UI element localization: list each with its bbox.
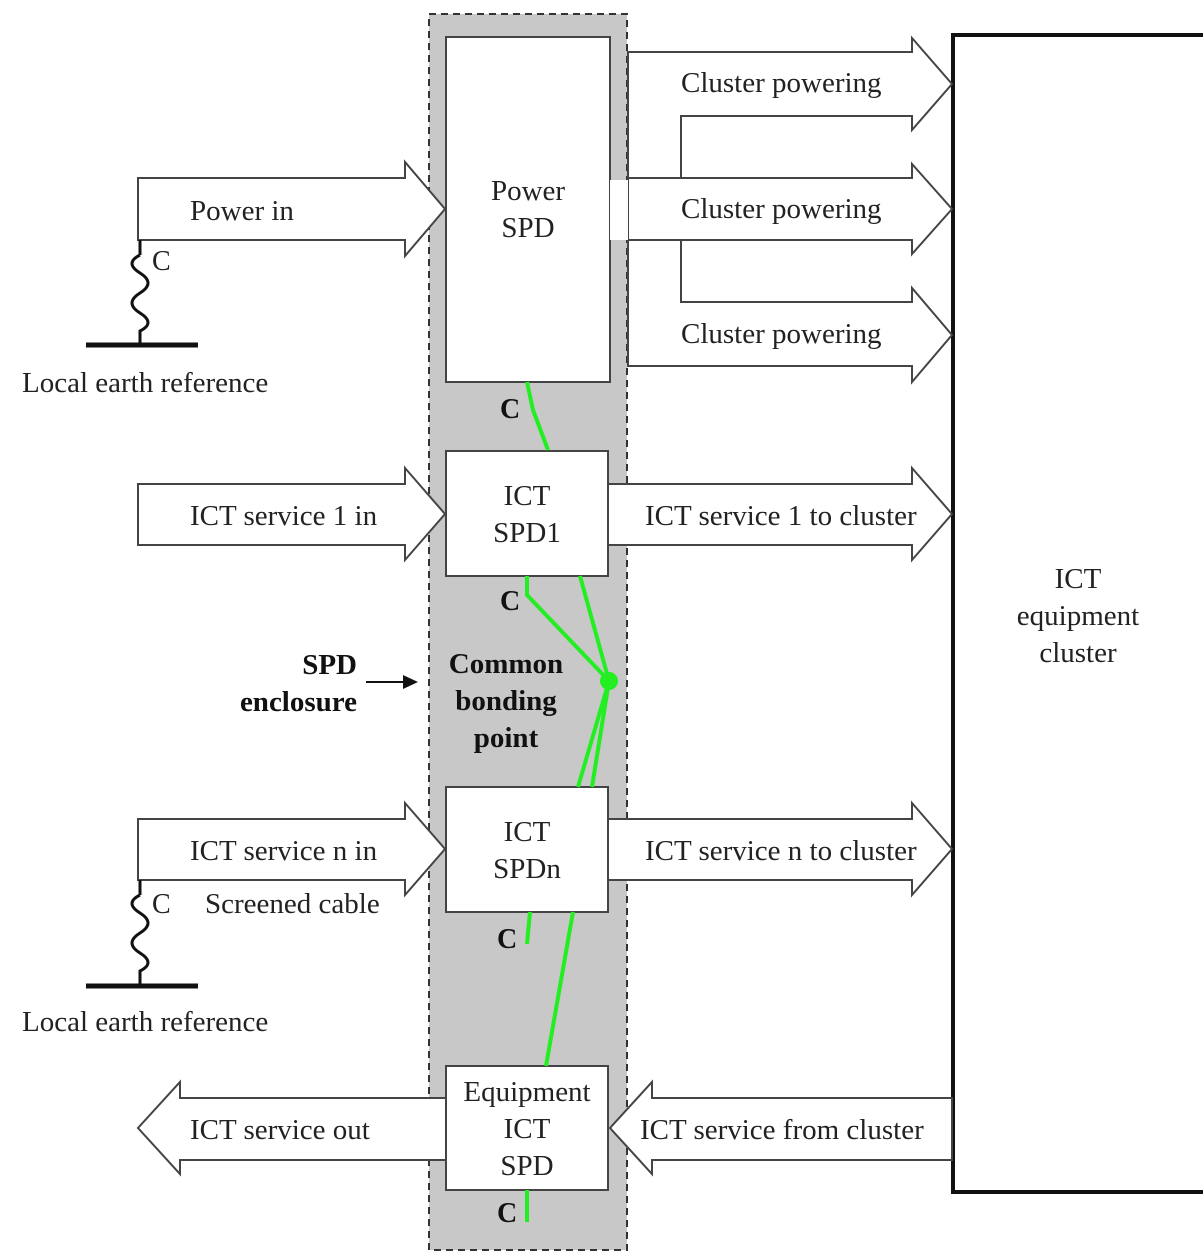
earth-bottom-label: Local earth reference [22, 1006, 268, 1038]
ict-spdn-line2: SPDn [493, 853, 561, 885]
ict-service-n-in-arrow [137, 800, 447, 898]
ict-equipment-cluster-box [951, 33, 1203, 1194]
ict-spd1-line2: SPD1 [493, 517, 561, 549]
power-in-label: Power in [190, 195, 294, 227]
bond-wire-power-spd [525, 381, 550, 451]
power-spd-opening [610, 180, 628, 240]
bond-wire-equipment [544, 911, 575, 1067]
ict-service-1-in-arrow [137, 465, 447, 563]
power-spd-line2: SPD [501, 212, 554, 244]
c-label-power-spd: C [500, 394, 520, 425]
common-bonding-line1: Common [449, 648, 563, 680]
bond-wire-spd1-right [578, 575, 611, 682]
earth-top-label: Local earth reference [22, 367, 268, 399]
power-spd-body [445, 36, 611, 383]
ict-spd1-box [445, 450, 609, 577]
cluster-powering-label-2: Cluster powering [681, 193, 882, 225]
earth-bottom-coil [130, 893, 150, 986]
ict-service-1-to-cluster-label: ICT service 1 to cluster [645, 500, 917, 532]
power-spd-line1: Power [491, 175, 565, 207]
common-bonding-point-dot [600, 672, 618, 690]
cluster-powering-label-1: Cluster powering [681, 67, 882, 99]
ict-service-1-in-label: ICT service 1 in [190, 500, 378, 532]
cluster-label-line2: equipment [1017, 600, 1139, 632]
spd-enclosure-label-line1: SPD [302, 649, 357, 681]
equipment-ict-spd-box [445, 1065, 609, 1191]
bond-wire-spdn-1 [576, 680, 611, 788]
ict-spdn-box [445, 786, 609, 913]
cluster-powering-arrow-1 [627, 35, 954, 179]
cluster-label-line3: cluster [1039, 637, 1117, 669]
ict-service-out-label: ICT service out [190, 1114, 370, 1146]
c-label-equipment: C [497, 1198, 517, 1229]
bond-wire-spd1-left [525, 576, 611, 683]
cluster-powering-label-3: Cluster powering [681, 318, 882, 350]
ict-service-1-to-cluster-arrow [607, 465, 954, 563]
equipment-spd-line3: SPD [500, 1150, 553, 1182]
c-label-spdn: C [497, 924, 517, 955]
screened-cable-label: Screened cable [205, 888, 380, 920]
common-bonding-line2: bonding [455, 685, 557, 717]
ict-spd1-line1: ICT [504, 480, 551, 512]
ict-service-from-cluster-arrow [608, 1079, 953, 1177]
spd-enclosure-label-line2: enclosure [240, 686, 357, 718]
bond-wire-spdn-2 [590, 680, 611, 788]
ict-service-out-arrow [136, 1079, 448, 1177]
power-in-arrow [137, 159, 447, 259]
cluster-label-line1: ICT [1055, 563, 1102, 595]
common-bonding-line3: point [474, 722, 539, 754]
ict-service-from-cluster-label: ICT service from cluster [640, 1114, 924, 1146]
ict-service-n-in-label: ICT service n in [190, 835, 378, 867]
spd-enclosure-pointer-arrowhead [403, 675, 418, 689]
c-label-spd1: C [500, 586, 520, 617]
equipment-spd-line1: Equipment [463, 1076, 590, 1108]
ict-spdn-line1: ICT [504, 816, 551, 848]
ict-service-n-to-cluster-label: ICT service n to cluster [645, 835, 917, 867]
bonding-wires [525, 381, 611, 1222]
earth-bottom-c: C [152, 889, 171, 920]
ict-service-n-to-cluster-arrow [607, 800, 954, 898]
earth-top-coil [130, 253, 150, 345]
equipment-spd-line2: ICT [504, 1113, 551, 1145]
earth-top-c: C [152, 246, 171, 277]
bond-wire-spdn-bottom [525, 911, 532, 945]
cluster-powering-arrow-3 [627, 239, 954, 385]
